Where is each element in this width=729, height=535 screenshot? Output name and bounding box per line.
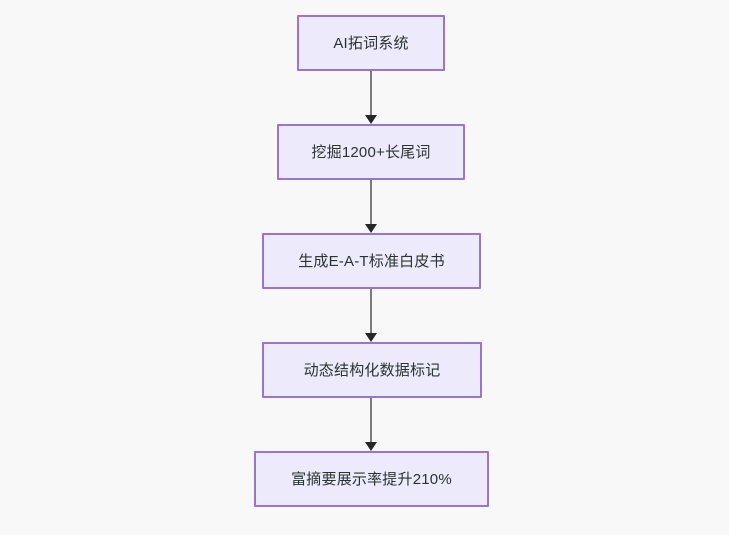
flow-node-n4[interactable]: 动态结构化数据标记 <box>262 342 482 398</box>
flow-node-n1[interactable]: AI拓词系统 <box>297 15 445 71</box>
arrow-head-icon <box>365 224 377 233</box>
flow-node-n2[interactable]: 挖掘1200+长尾词 <box>277 124 465 180</box>
arrow-line-icon <box>370 289 372 334</box>
flow-node-label: 富摘要展示率提升210% <box>291 470 452 488</box>
flow-node-label: 生成E-A-T标准白皮书 <box>298 252 445 270</box>
flow-arrow-n1-to-n2 <box>361 71 381 124</box>
flow-node-n3[interactable]: 生成E-A-T标准白皮书 <box>262 233 481 289</box>
flow-node-n5[interactable]: 富摘要展示率提升210% <box>254 451 489 507</box>
flow-arrow-n4-to-n5 <box>361 398 381 451</box>
flow-arrow-n3-to-n4 <box>361 289 381 342</box>
arrow-head-icon <box>365 115 377 124</box>
arrow-line-icon <box>370 180 372 225</box>
flow-node-label: AI拓词系统 <box>333 34 409 52</box>
arrow-line-icon <box>370 398 372 443</box>
arrow-head-icon <box>365 442 377 451</box>
flow-arrow-n2-to-n3 <box>361 180 381 233</box>
flow-node-label: 动态结构化数据标记 <box>303 361 441 379</box>
arrow-line-icon <box>370 71 372 116</box>
flow-node-label: 挖掘1200+长尾词 <box>311 143 431 161</box>
arrow-head-icon <box>365 333 377 342</box>
